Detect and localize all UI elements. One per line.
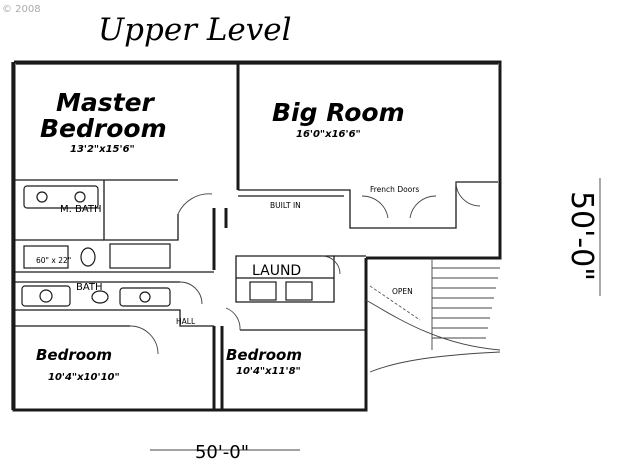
french-doors-label: French Doors — [370, 185, 419, 194]
bath-fixtures — [21, 185, 171, 307]
master-bath-label: M. BATH — [60, 204, 102, 215]
big-room-label: Big Room — [272, 98, 405, 127]
bedroom-left-dims: 10'4"x10'10" — [48, 372, 120, 383]
master-bedroom-label-line2: Bedroom — [40, 114, 167, 143]
width-dimension-text: 50'-0" — [195, 442, 249, 462]
door-swings — [129, 181, 481, 355]
built-in-label: BUILT IN — [270, 201, 301, 210]
bedroom-right-dims: 10'4"x11'8" — [236, 366, 301, 377]
stair — [365, 258, 501, 373]
master-bedroom-dims: 13'2"x15'6" — [70, 144, 135, 155]
interior-walls — [14, 64, 498, 410]
master-bedroom-label: Master — [56, 88, 156, 117]
hall-label: HALL — [176, 317, 196, 326]
bedroom-left-label: Bedroom — [36, 346, 112, 364]
bedroom-right-label: Bedroom — [226, 346, 302, 364]
plan-title: Upper Level — [98, 12, 292, 48]
open-to-below-label: OPEN — [392, 287, 413, 296]
vanity-label: 60" x 22" — [36, 256, 71, 265]
exterior-walls — [11, 60, 502, 412]
width-dimension: 50'-0" — [150, 442, 300, 462]
depth-dimension-text: 50'-0" — [564, 191, 599, 281]
depth-dimension: 50'-0" — [564, 178, 601, 296]
laundry-appliances — [249, 281, 313, 301]
watermark-text: © 2008 — [2, 4, 41, 15]
bath-label: BATH — [76, 282, 103, 293]
laundry-label: LAUND — [252, 263, 301, 279]
big-room-dims: 16'0"x16'6" — [296, 129, 361, 140]
